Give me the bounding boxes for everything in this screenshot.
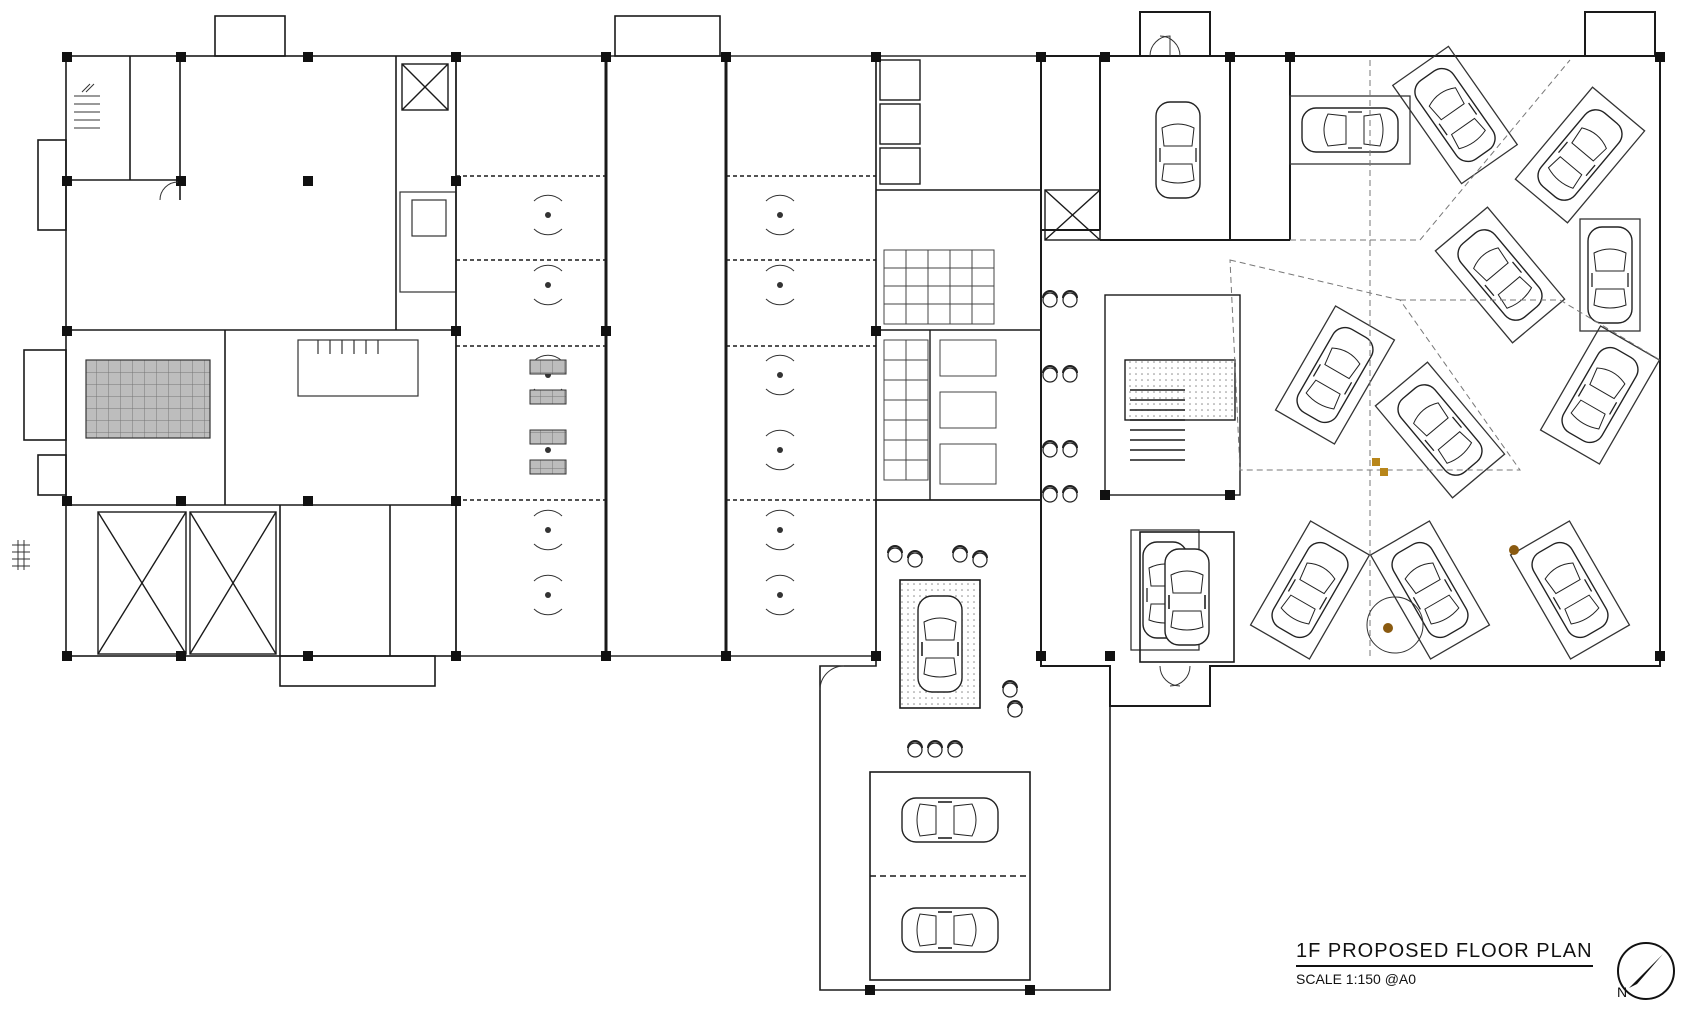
drawing-scale: SCALE 1:150 @A0 xyxy=(1296,971,1417,987)
elevator-shafts xyxy=(97,63,449,655)
column-icon xyxy=(62,52,1665,995)
stair-core xyxy=(1044,189,1241,496)
office-block-a xyxy=(455,55,877,657)
lower-annex xyxy=(819,499,1235,991)
door-icon xyxy=(159,35,1191,691)
drawing-title: 1F PROPOSED FLOOR PLAN xyxy=(1296,940,1593,967)
scale-marker xyxy=(12,540,30,570)
left-wing xyxy=(23,15,721,687)
desk-clusters xyxy=(533,194,795,616)
car-platforms xyxy=(1130,45,1661,660)
grid-panel xyxy=(85,359,211,439)
north-arrow-icon xyxy=(1617,942,1675,1000)
accent-stools xyxy=(1366,458,1519,654)
hatched-panels xyxy=(529,359,567,475)
dashed-zones xyxy=(1229,59,1661,660)
stair-icon xyxy=(74,83,100,129)
office-block-b xyxy=(875,55,1042,501)
cubicle-grid xyxy=(883,249,997,485)
north-label: N xyxy=(1617,984,1628,1000)
title-block: 1F PROPOSED FLOOR PLAN SCALE 1:150 @A0 xyxy=(1296,940,1596,987)
